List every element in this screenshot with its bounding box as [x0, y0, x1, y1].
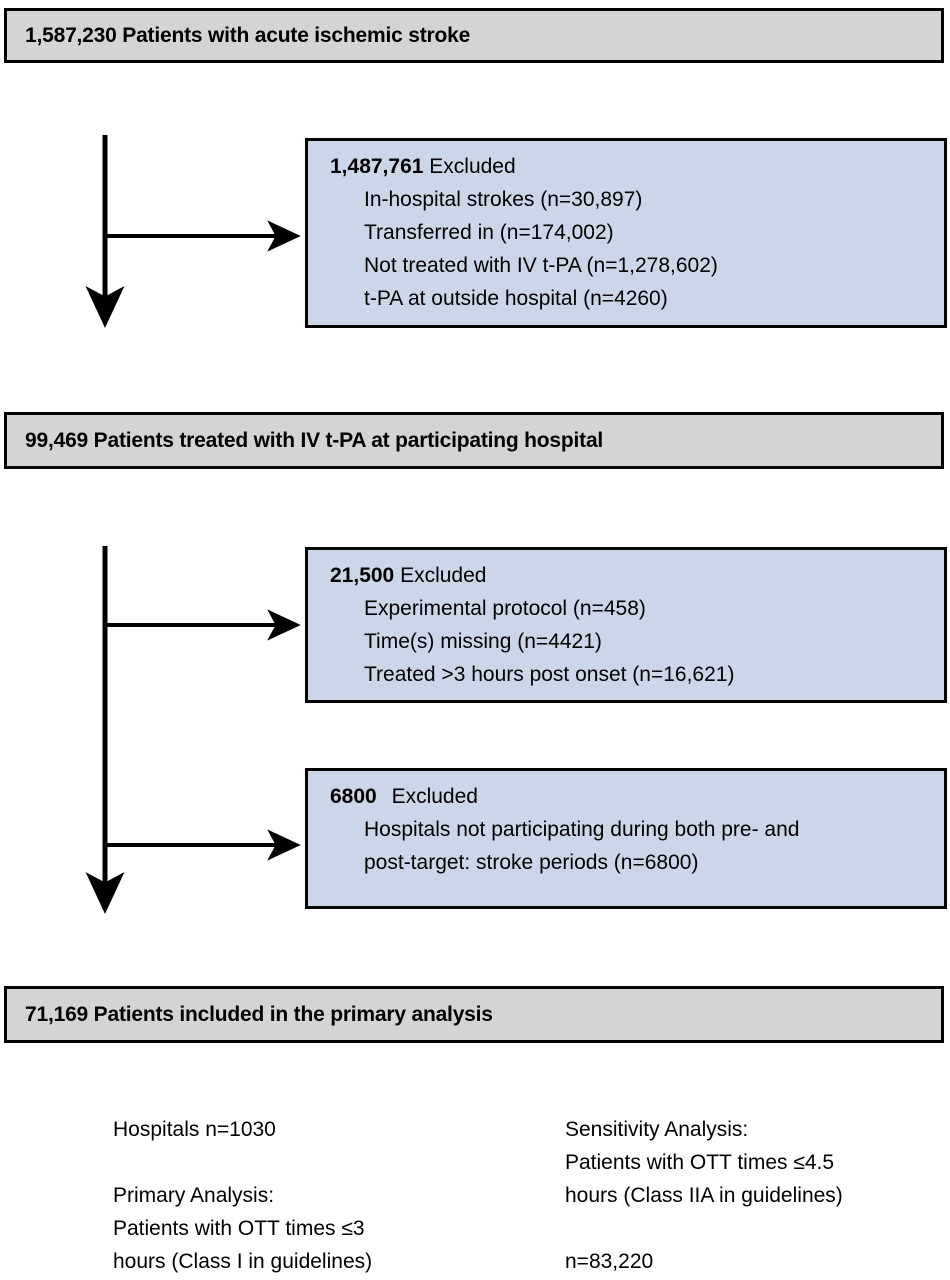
hospitals-note: Hospitals n=1030	[113, 1113, 533, 1146]
stage-box-total-patients: 1,587,230 Patients with acute ischemic s…	[4, 8, 944, 63]
sensitivity-analysis-note: Sensitivity Analysis: Patients with OTT …	[565, 1113, 950, 1212]
list-item: t-PA at outside hospital (n=4260)	[364, 287, 668, 310]
exclusion-2-count: 21,500	[330, 564, 395, 587]
hospitals-count: Hospitals n=1030	[113, 1118, 276, 1141]
exclusion-2-reason-list: Experimental protocol (n=458) Time(s) mi…	[330, 592, 944, 691]
list-item: Time(s) missing (n=4421)	[364, 630, 602, 653]
exclusion-1-reason-list: In-hospital strokes (n=30,897) Transferr…	[330, 183, 944, 315]
exclusion-box-3: 6800 Excluded Hospitals not participatin…	[305, 768, 947, 909]
sensitivity-analysis-n: n=83,220	[565, 1245, 950, 1278]
sensitivity-analysis-n-value: n=83,220	[565, 1250, 654, 1273]
exclusion-box-2: 21,500 Excluded Experimental protocol (n…	[305, 547, 947, 703]
exclusion-box-1: 1,487,761 Excluded In-hospital strokes (…	[305, 138, 947, 328]
stage-box-label: 1,587,230 Patients with acute ischemic s…	[25, 23, 471, 47]
connector-group-1	[85, 135, 301, 329]
exclusion-3-count: 6800	[330, 785, 377, 808]
stage-box-label: 99,469 Patients treated with IV t-PA at …	[25, 428, 604, 452]
exclusion-1-count: 1,487,761	[330, 155, 424, 178]
notes-left-column: Hospitals n=1030 Primary Analysis: Patie…	[113, 1113, 533, 1278]
list-item-line-1: Hospitals not participating during both …	[364, 818, 800, 841]
primary-analysis-line-1: Patients with OTT times ≤3	[113, 1217, 365, 1240]
exclusion-3-word: Excluded	[391, 785, 478, 808]
list-item: Hospitals not participating during both …	[364, 813, 944, 879]
sensitivity-analysis-line-1: Patients with OTT times ≤4.5	[565, 1151, 835, 1174]
exclusion-2-heading: 21,500 Excluded	[330, 559, 944, 592]
primary-analysis-title: Primary Analysis:	[113, 1184, 275, 1207]
list-item: Transferred in (n=174,002)	[364, 221, 614, 244]
sensitivity-analysis-title: Sensitivity Analysis:	[565, 1118, 749, 1141]
list-item: Experimental protocol (n=458)	[364, 597, 646, 620]
exclusion-2-word: Excluded	[400, 564, 487, 587]
list-item: Not treated with IV t-PA (n=1,278,602)	[364, 254, 718, 277]
list-item: Treated >3 hours post onset (n=16,621)	[364, 663, 735, 686]
exclusion-1-heading: 1,487,761 Excluded	[330, 150, 944, 183]
list-item: In-hospital strokes (n=30,897)	[364, 188, 643, 211]
exclusion-3-heading: 6800 Excluded	[330, 780, 944, 813]
exclusion-1-word: Excluded	[429, 155, 516, 178]
primary-analysis-line-2: hours (Class I in guidelines)	[113, 1250, 373, 1273]
sensitivity-analysis-line-2: hours (Class IIA in guidelines)	[565, 1184, 843, 1207]
exclusion-3-reason-list: Hospitals not participating during both …	[330, 813, 944, 879]
stage-box-label: 71,169 Patients included in the primary …	[25, 1002, 493, 1026]
primary-analysis-note: Primary Analysis: Patients with OTT time…	[113, 1179, 533, 1278]
notes-right-column: Sensitivity Analysis: Patients with OTT …	[565, 1113, 950, 1278]
connector-group-2	[85, 546, 301, 915]
stage-box-included-patients: 71,169 Patients included in the primary …	[4, 986, 944, 1043]
list-item-line-2: post-target: stroke periods (n=6800)	[364, 851, 699, 874]
stage-box-treated-patients: 99,469 Patients treated with IV t-PA at …	[4, 412, 944, 469]
